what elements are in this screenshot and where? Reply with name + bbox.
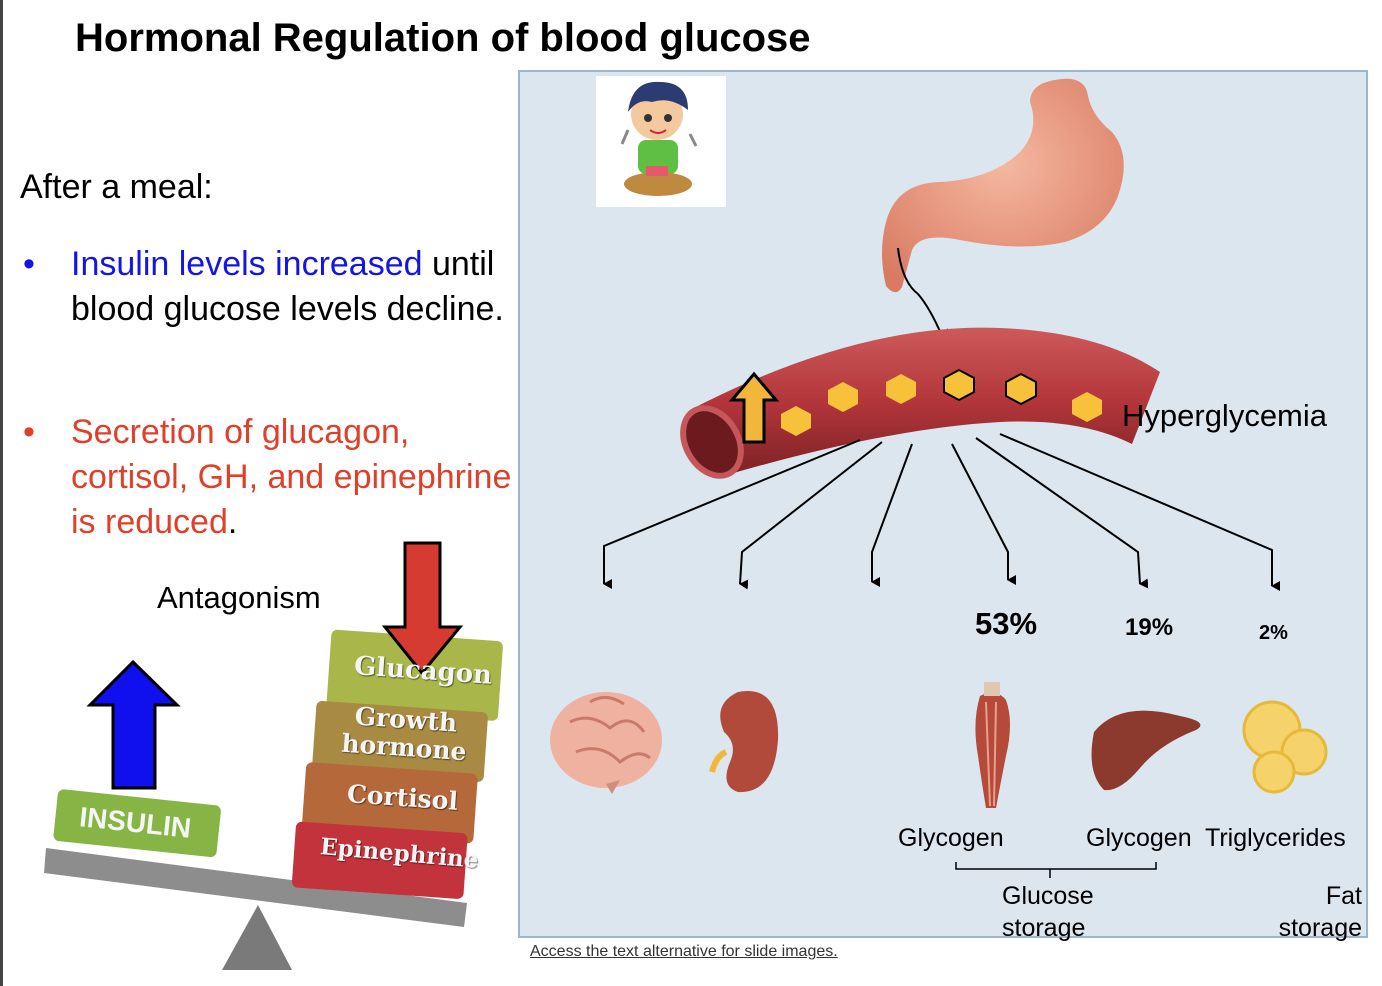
glycogen-liver-label: Glycogen [1086,824,1192,852]
glucose-storage-label: Glucose storage [1002,882,1094,942]
stomach [882,78,1124,293]
child-eating-image [596,76,726,207]
percent-muscle: 53% [975,606,1038,641]
vessel-opening [680,405,744,479]
glycogen-muscle-label: Glycogen [898,824,1004,852]
growth-hormone-block [312,700,488,782]
fat-storage-label: Fat storage [1278,882,1362,942]
insulin-block: INSULIN [53,789,221,858]
glucose-pathway-diagram [550,76,1328,878]
liver-icon [1091,710,1201,791]
slide-title: Hormonal Regulation of blood glucose [75,16,811,60]
percent-liver: 19% [1125,614,1174,641]
text-alternative-link[interactable]: Access the text alternative for slide im… [530,943,838,960]
epinephrine-block [292,821,468,899]
bullet-counter-hormones: • Secretion of glucagon, cortisol, GH, a… [23,410,521,545]
blood-vessel [690,327,1160,474]
down-arrow-icon [381,541,464,676]
slide-edge [0,0,3,986]
growth-hormone-label: Growth hormone [340,701,468,767]
diagram-panel [518,70,1368,938]
glucose-molecules [781,368,1102,436]
up-arrow-icon [86,659,181,790]
bullet-highlight: Secretion of glucagon, cortisol, GH, and… [71,413,512,541]
bullet-dot: • [23,413,35,451]
muscle-icon [975,682,1010,808]
antagonism-scale: INSULIN [44,541,503,970]
storage-bracket [955,862,1157,878]
intro-text: After a meal: [20,168,213,206]
glucagon-block [326,629,503,721]
scale-beam [44,848,467,927]
distribution-arrows [603,433,1280,591]
fat-cells-icon [1242,700,1328,794]
kidney-icon [709,691,779,793]
glucose-increase-arrow-icon [728,371,780,444]
bullet-rest: . [227,503,238,541]
triglycerides-label: Triglycerides [1205,824,1346,852]
percent-fat: 2% [1259,622,1288,644]
bullet-rest: until blood glucose levels decline. [71,245,504,328]
bullet-highlight: Insulin levels increased [71,245,423,283]
bullet-dot: • [23,245,35,283]
hyperglycemia-label: Hyperglycemia [1122,398,1328,433]
bullet-insulin: • Insulin levels increased until blood g… [23,242,521,332]
cortisol-block [301,762,478,844]
brain-icon [550,692,662,794]
fulcrum [222,905,292,970]
antagonism-label: Antagonism [157,580,321,615]
